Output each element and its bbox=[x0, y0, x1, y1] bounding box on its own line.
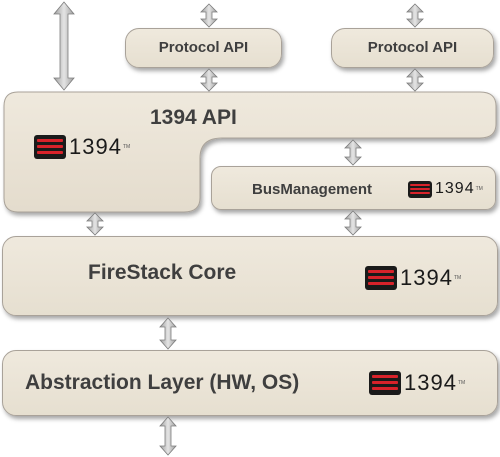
logo-trademark: TM bbox=[475, 186, 483, 192]
logo-mark-icon bbox=[408, 180, 432, 198]
logo-trademark: TM bbox=[122, 144, 131, 150]
logo-text: 1394 bbox=[69, 134, 122, 159]
logo-mark-icon bbox=[369, 371, 401, 395]
logo-trademark: TM bbox=[457, 380, 466, 386]
arrow-api-core bbox=[86, 212, 104, 236]
logo-trademark: TM bbox=[453, 275, 462, 281]
arrow-protocol-right-top bbox=[406, 3, 424, 28]
arrow-core-abstraction bbox=[159, 317, 177, 350]
arrow-top-left bbox=[53, 1, 75, 91]
arrow-protocol-left-api bbox=[200, 68, 218, 92]
bus-management-box: BusManagement 1394 TM bbox=[211, 166, 496, 210]
api-1394-logo: 1394 TM bbox=[34, 134, 130, 160]
firestack-core-logo: 1394 TM bbox=[365, 265, 461, 291]
protocol-api-left-box: Protocol API bbox=[125, 28, 282, 68]
arrow-protocol-left-top bbox=[200, 3, 218, 28]
arrow-abstraction-bottom bbox=[159, 416, 177, 456]
bus-management-label: BusManagement bbox=[252, 181, 373, 198]
abstraction-layer-logo: 1394 TM bbox=[369, 370, 465, 396]
firestack-core-label: FireStack Core bbox=[88, 261, 237, 284]
abstraction-layer-box: Abstraction Layer (HW, OS) 1394 TM bbox=[2, 350, 498, 416]
logo-text: 1394 bbox=[400, 265, 453, 290]
protocol-api-right-box: Protocol API bbox=[331, 28, 494, 68]
firestack-core-box: FireStack Core 1394 TM bbox=[2, 236, 498, 316]
logo-mark-icon bbox=[34, 135, 66, 159]
protocol-api-right-label: Protocol API bbox=[367, 39, 458, 56]
arrow-busmgmt-core bbox=[344, 210, 362, 236]
arrow-api-busmgmt bbox=[344, 139, 362, 166]
arrow-protocol-right-api bbox=[406, 68, 424, 92]
api-1394-label: 1394 API bbox=[150, 106, 237, 129]
logo-text: 1394 bbox=[404, 370, 457, 395]
abstraction-layer-label: Abstraction Layer (HW, OS) bbox=[25, 371, 300, 394]
logo-text: 1394 bbox=[435, 180, 475, 197]
logo-mark-icon bbox=[365, 266, 397, 290]
protocol-api-left-label: Protocol API bbox=[158, 39, 249, 56]
bus-management-logo: 1394 TM bbox=[408, 180, 483, 198]
